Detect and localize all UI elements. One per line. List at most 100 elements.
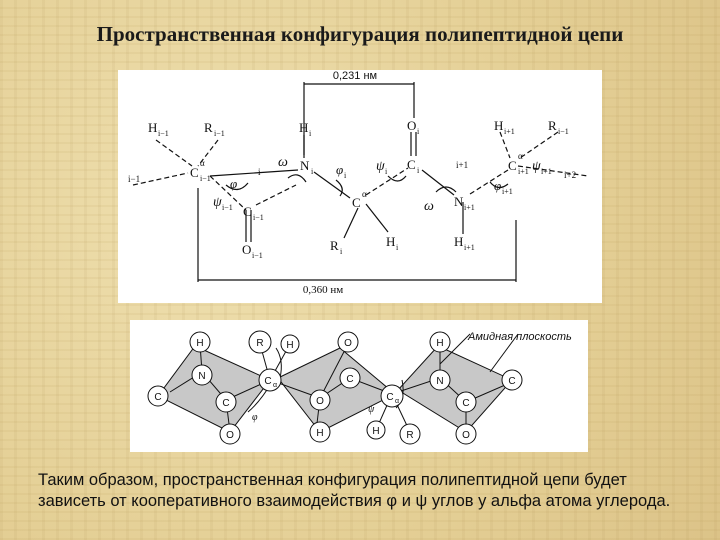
bond (319, 343, 349, 399)
amide-plane-svg: H R H O H N C α C N C C O C α C C O H H … (147, 330, 572, 445)
bond (519, 131, 559, 159)
bond (517, 165, 589, 177)
amide-plane-label: Амидная плоскость (467, 331, 572, 343)
atom-circle (258, 368, 282, 392)
bond-index-label: i (258, 167, 261, 177)
slide-title: Пространственная конфигурация полипептид… (96, 22, 624, 46)
atom-circle (189, 331, 211, 353)
atom-circle (219, 423, 241, 445)
atom-subscript: i (309, 129, 312, 138)
bond-index-label: i−1 (128, 174, 140, 184)
atom-subscript: i−1 (253, 213, 264, 222)
bond (209, 169, 299, 177)
atom-label: N (436, 376, 443, 387)
atom-label: C (407, 157, 416, 172)
atom-label: R (204, 120, 213, 135)
atom-label: C (352, 195, 361, 210)
atom-label: H (372, 426, 379, 437)
atom-label: H (494, 118, 503, 133)
angle-subscript: i (385, 167, 388, 176)
bond (499, 131, 511, 159)
atom-circle (248, 330, 272, 354)
atom-label: R (330, 238, 339, 253)
atom-subscript: i (340, 247, 343, 256)
atom-subscript: i−1 (558, 127, 569, 136)
atom-circle (309, 421, 331, 443)
atom-subscript: i+1 (504, 127, 515, 136)
atom-subscript: i (417, 166, 420, 175)
atom-subscript: i−1 (200, 174, 211, 183)
atom-label: R (406, 430, 413, 441)
angle-label: φ (336, 162, 343, 177)
rotation-arc (335, 179, 343, 197)
bond (343, 207, 359, 239)
bond (439, 333, 471, 365)
angle-subscript: i+1 (541, 167, 552, 176)
rotation-arc (435, 186, 457, 193)
angle-label: ψ (376, 159, 385, 174)
atom-label: C (154, 392, 161, 403)
atom-label: H (196, 338, 203, 349)
atom-circle (309, 389, 331, 411)
atom-subscript: i−1 (214, 129, 225, 138)
atom-circle (191, 364, 213, 386)
slide-caption: Таким образом, пространственная конфигур… (38, 471, 671, 510)
atom-label: H (386, 234, 395, 249)
atom-label: C (508, 158, 517, 173)
bond (155, 139, 193, 167)
dimension-label: 0,360 нм (303, 284, 343, 296)
bond (365, 167, 409, 196)
bond (132, 172, 189, 186)
bond (489, 333, 519, 373)
atom-label: O (344, 338, 352, 349)
peptide-geometry-diagram: 0,231 нм 0,360 нм H i−1 R i−1 C i−1 α H … (118, 70, 602, 303)
atom-subscript: i (311, 167, 314, 176)
atom-label: O (226, 430, 234, 441)
atom-circle (339, 367, 361, 389)
atom-superscript: α (200, 158, 205, 168)
atom-label: N (300, 158, 310, 173)
angle-subscript: i−1 (222, 203, 233, 212)
atom-subscript: i+1 (464, 243, 475, 252)
atom-subscript: i−1 (252, 251, 263, 260)
atom-superscript: α (362, 189, 367, 199)
atom-label: O (316, 396, 324, 407)
psi-label: ψ (368, 404, 375, 415)
angle-label: ω (278, 155, 288, 170)
atom-subscript: i (396, 243, 399, 252)
atom-label: H (286, 340, 293, 351)
atom-subscript: i+1 (518, 167, 529, 176)
bond (255, 184, 297, 206)
angle-label: ω (424, 199, 434, 214)
angle-label: φ (494, 178, 501, 193)
atom-label: C (508, 376, 515, 387)
amide-plane (157, 345, 513, 433)
atom-subscript: α (273, 382, 277, 389)
atom-label: C (243, 204, 252, 219)
atom-label: C (346, 374, 353, 385)
atom-circle (380, 384, 404, 408)
atom-label: C (222, 398, 229, 409)
atom-label: O (462, 430, 470, 441)
atom-label: C (264, 376, 271, 387)
bond (365, 203, 389, 233)
phi-label: φ (252, 412, 258, 423)
rotation-arc (225, 182, 249, 191)
atom-circle (501, 369, 523, 391)
atom-label: O (242, 242, 251, 257)
dimension-label: 0,231 нм (333, 70, 377, 82)
atom-circle (147, 385, 169, 407)
atom-label: H (299, 120, 308, 135)
atom-label: H (316, 428, 323, 439)
atom-label: C (190, 165, 199, 180)
amide-plane-diagram: H R H O H N C α C N C C O C α C C O H H … (130, 320, 588, 452)
atom-circle (429, 331, 451, 353)
bond (197, 139, 219, 167)
atom-subscript: α (395, 398, 399, 405)
atom-circle (429, 369, 451, 391)
angle-label: φ (230, 176, 237, 191)
rotation-arc (387, 175, 407, 182)
atom-circle (280, 334, 300, 354)
bond (313, 171, 351, 199)
bond (421, 169, 455, 196)
